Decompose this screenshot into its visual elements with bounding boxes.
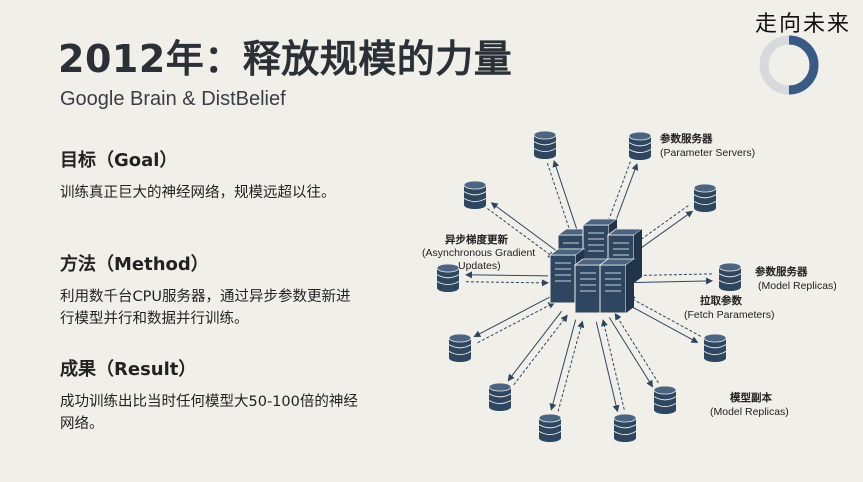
section-method-heading: 方法（Method） [60, 254, 209, 275]
section-method: 方法（Method） 利用数千台CPU服务器，通过异步参数更新进行模型并行和数据… [60, 250, 360, 330]
arrow-in [600, 161, 631, 241]
server-cluster-icon [548, 218, 644, 314]
section-goal: 目标（Goal） 训练真正巨大的神经网络，规模远超以往。 [60, 146, 360, 204]
arrow-in [546, 163, 575, 243]
label-ps-top-cn: 参数服务器 [660, 132, 713, 145]
section-result: 成果（Result） 成功训练出比当时任何模型大50-100倍的神经网络。 [60, 355, 360, 435]
database-icon [718, 262, 742, 291]
section-result-heading: 成果（Result） [60, 359, 197, 380]
database-icon [488, 382, 512, 411]
database-icon [538, 413, 562, 442]
database-icon [613, 413, 637, 442]
arrow-in [614, 312, 659, 384]
arrow-out [624, 302, 699, 343]
label-fetch-cn: 拉取参数 [700, 294, 742, 307]
arrow-in [627, 296, 702, 337]
arrow-in [601, 319, 625, 410]
arrow-out [507, 310, 563, 382]
database-group [436, 130, 742, 442]
database-icon [693, 183, 717, 212]
page-subtitle: Google Brain & DistBelief [60, 88, 286, 110]
arrow-out [595, 321, 620, 413]
label-ps-top-en: (Parameter Servers) [660, 147, 755, 159]
brand-logo-text: 走向未来 [754, 12, 851, 37]
label-replica-en: (Model Replicas) [710, 406, 789, 418]
database-icon [628, 131, 652, 160]
label-fetch-en: (Fetch Parameters) [684, 309, 774, 321]
database-icon [436, 263, 460, 292]
arrow-group [465, 160, 714, 413]
section-result-body: 成功训练出比当时任何模型大50-100倍的神经网络。 [60, 394, 358, 432]
server-tower-icon [598, 258, 636, 314]
arrow-out [465, 271, 549, 279]
database-icon [463, 180, 487, 209]
label-ps-right-en: (Model Replicas) [758, 280, 837, 292]
arrow-out [552, 160, 581, 240]
label-async-cn: 异步梯度更新 [445, 233, 508, 246]
arrow-out [632, 277, 714, 285]
arrow-in [630, 271, 712, 279]
label-async-en2: Updates) [458, 260, 501, 272]
section-method-body: 利用数千台CPU服务器，通过异步参数更新进行模型并行和数据并行训练。 [60, 289, 351, 327]
arrow-out [490, 202, 559, 253]
arrow-out [473, 295, 552, 338]
section-goal-body: 训练真正巨大的神经网络，规模远超以往。 [60, 185, 336, 201]
label-async-en1: (Asynchronous Gradient [422, 247, 535, 259]
label-ps-right-cn: 参数服务器 [755, 265, 808, 278]
database-icon [448, 333, 472, 362]
database-icon [703, 333, 727, 362]
arrow-out [549, 319, 577, 411]
arrow-in [487, 208, 555, 259]
page-title: 2012年：释放规模的力量 [58, 37, 513, 81]
database-icon [533, 130, 557, 159]
label-replica-cn: 模型副本 [730, 391, 772, 404]
arrow-in [557, 320, 585, 412]
distbelief-diagram: 参数服务器 (Parameter Servers) 异步梯度更新 (Asynch… [422, 130, 837, 442]
arrow-in [477, 302, 556, 344]
arrow-in [513, 314, 568, 386]
database-icon [653, 385, 677, 414]
arrow-in [465, 279, 549, 287]
arrow-out [608, 317, 654, 388]
section-goal-heading: 目标（Goal） [60, 150, 178, 171]
progress-ring-icon [759, 35, 819, 95]
